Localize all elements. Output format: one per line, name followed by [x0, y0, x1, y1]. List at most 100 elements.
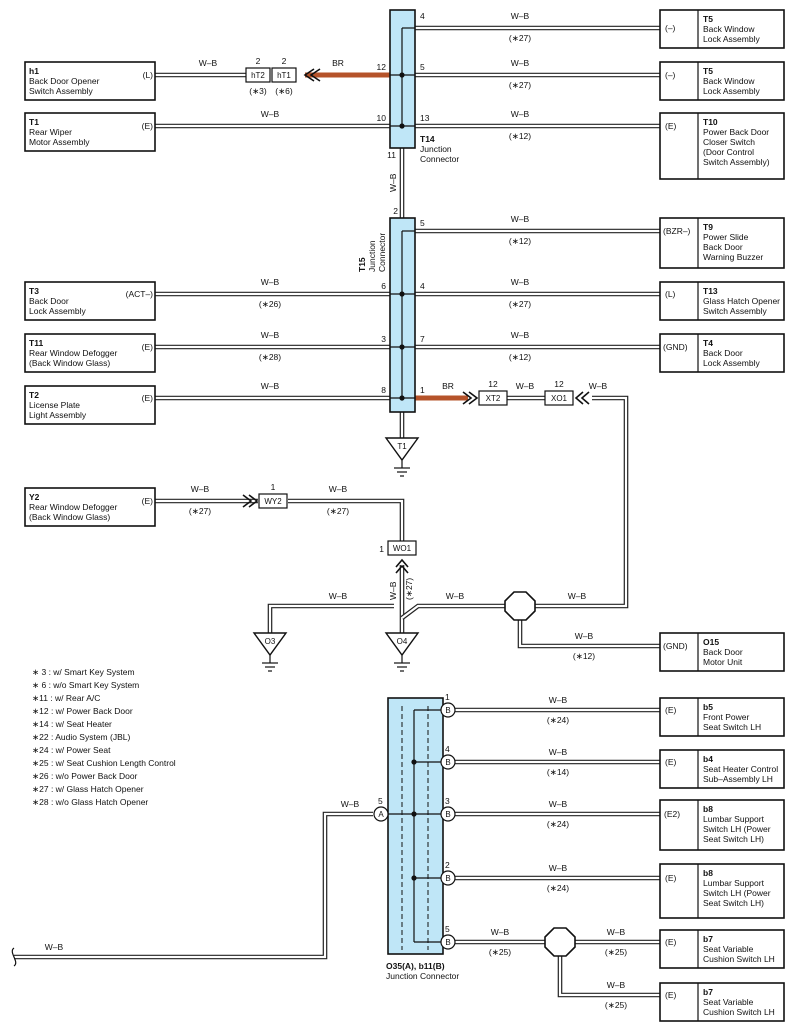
svg-text:Lock Assembly: Lock Assembly	[703, 34, 760, 44]
component-t5-top: (–) T5 Back Window Lock Assembly	[659, 9, 785, 49]
svg-text:(∗27): (∗27)	[404, 578, 414, 600]
svg-text:10: 10	[377, 113, 387, 123]
junction-t14	[389, 9, 416, 149]
chevron-left-icon	[303, 68, 321, 82]
svg-text:(∗25): (∗25)	[605, 1000, 627, 1010]
svg-text:(∗12): (∗12)	[573, 651, 595, 661]
svg-text:Power Back Door: Power Back Door	[703, 127, 769, 137]
svg-text:Back Window: Back Window	[703, 76, 755, 86]
connector-ht2: hT2	[245, 67, 271, 83]
svg-text:(∗28): (∗28)	[259, 352, 281, 362]
svg-text:W–B: W–B	[575, 631, 594, 641]
svg-text:Switch LH (Power: Switch LH (Power	[703, 888, 771, 898]
svg-text:Junction: Junction	[420, 144, 452, 154]
svg-text:O4: O4	[397, 637, 408, 646]
note-item: ∗27 : w/ Glass Hatch Opener	[32, 784, 144, 794]
svg-text:Seat Heater Control: Seat Heater Control	[703, 764, 778, 774]
svg-text:(E): (E)	[142, 496, 154, 506]
svg-text:Seat Switch LH): Seat Switch LH)	[703, 898, 764, 908]
svg-text:WY2: WY2	[264, 497, 282, 506]
option-refs: (∗27) (∗27) (∗12) (∗3) (∗6) (∗12) (∗26) …	[189, 33, 627, 1010]
svg-text:W–B: W–B	[388, 581, 398, 600]
svg-text:7: 7	[420, 334, 425, 344]
chevron-left-icon	[574, 391, 590, 405]
svg-text:(E): (E)	[665, 121, 677, 131]
svg-text:(E): (E)	[142, 342, 154, 352]
svg-text:Motor Assembly: Motor Assembly	[29, 137, 90, 147]
svg-text:(∗6): (∗6)	[275, 86, 293, 96]
component-t4: (GND) T4 Back Door Lock Assembly	[659, 333, 785, 373]
note-item: ∗14 : w/ Seat Heater	[32, 719, 112, 729]
chevron-right-icon	[242, 494, 259, 508]
svg-text:O3: O3	[265, 637, 276, 646]
svg-text:XT2: XT2	[486, 394, 501, 403]
svg-text:(∗12): (∗12)	[509, 131, 531, 141]
connector-xo1: XO1	[544, 390, 574, 406]
svg-text:(E): (E)	[665, 757, 677, 767]
svg-text:Rear Window Defogger: Rear Window Defogger	[29, 502, 118, 512]
svg-text:(E): (E)	[142, 121, 154, 131]
svg-text:W–B: W–B	[491, 927, 510, 937]
svg-text:(∗27): (∗27)	[509, 80, 531, 90]
svg-text:W–B: W–B	[549, 747, 568, 757]
svg-text:Switch Assembly): Switch Assembly)	[703, 157, 770, 167]
svg-text:T15: T15	[357, 257, 367, 272]
svg-text:(Back Window Glass): (Back Window Glass)	[29, 512, 110, 522]
svg-text:Glass Hatch Opener: Glass Hatch Opener	[703, 296, 780, 306]
svg-text:Cushion Switch LH: Cushion Switch LH	[703, 954, 775, 964]
svg-text:XO1: XO1	[551, 394, 568, 403]
svg-text:(–): (–)	[665, 70, 676, 80]
ground-o4: O4	[384, 632, 420, 672]
svg-text:Junction Connector: Junction Connector	[386, 971, 459, 981]
svg-text:W–B: W–B	[261, 109, 280, 119]
svg-text:Sub–Assembly LH: Sub–Assembly LH	[703, 774, 773, 784]
svg-text:5: 5	[378, 796, 383, 806]
svg-text:T14: T14	[420, 134, 435, 144]
svg-text:(E2): (E2)	[664, 809, 680, 819]
svg-text:4: 4	[420, 281, 425, 291]
svg-text:A: A	[378, 810, 384, 819]
svg-text:(∗14): (∗14)	[547, 767, 569, 777]
splice-back-door-octagon	[504, 591, 536, 621]
svg-text:Lumbar Support: Lumbar Support	[703, 878, 765, 888]
svg-text:(E): (E)	[665, 873, 677, 883]
svg-text:W–B: W–B	[388, 173, 398, 192]
svg-text:8: 8	[381, 385, 386, 395]
svg-text:Rear Wiper: Rear Wiper	[29, 127, 72, 137]
svg-text:Switch LH (Power: Switch LH (Power	[703, 824, 771, 834]
svg-text:(E): (E)	[665, 705, 677, 715]
svg-text:13: 13	[420, 113, 430, 123]
svg-text:B: B	[445, 874, 450, 883]
svg-text:1: 1	[379, 544, 384, 554]
svg-text:Closer Switch: Closer Switch	[703, 137, 755, 147]
svg-text:T9: T9	[703, 222, 713, 232]
note-item: ∗24 : w/ Power Seat	[32, 745, 111, 755]
connector-wy2: WY2	[258, 493, 288, 509]
svg-text:(L): (L)	[143, 70, 154, 80]
svg-text:W–B: W–B	[549, 695, 568, 705]
svg-text:Seat Switch LH: Seat Switch LH	[703, 722, 761, 732]
component-t10: (E) T10 Power Back Door Closer Switch (D…	[659, 112, 785, 180]
svg-text:11: 11	[387, 150, 396, 160]
svg-text:Power Slide: Power Slide	[703, 232, 749, 242]
ground-t1: T1	[384, 437, 420, 477]
svg-text:12: 12	[377, 62, 387, 72]
note-item: ∗ 3 : w/ Smart Key System	[32, 667, 135, 677]
note-item: ∗22 : Audio System (JBL)	[32, 732, 130, 742]
note-item: ∗28 : w/o Glass Hatch Opener	[32, 797, 148, 807]
svg-text:Seat Variable: Seat Variable	[703, 944, 754, 954]
wire-a5-out	[14, 811, 373, 960]
svg-text:4: 4	[420, 11, 425, 21]
component-y2: Y2 Rear Window Defogger (Back Window Gla…	[24, 487, 156, 527]
svg-text:W–B: W–B	[549, 863, 568, 873]
svg-text:3: 3	[445, 796, 450, 806]
svg-text:(GND): (GND)	[663, 641, 688, 651]
svg-text:(∗27): (∗27)	[327, 506, 349, 516]
chevron-up-icon	[395, 558, 409, 574]
svg-text:W–B: W–B	[568, 591, 587, 601]
svg-text:T10: T10	[703, 117, 718, 127]
svg-text:b4: b4	[703, 754, 713, 764]
wire-break-mark	[11, 947, 17, 967]
svg-text:b7: b7	[703, 987, 713, 997]
svg-text:Seat Variable: Seat Variable	[703, 997, 754, 1007]
